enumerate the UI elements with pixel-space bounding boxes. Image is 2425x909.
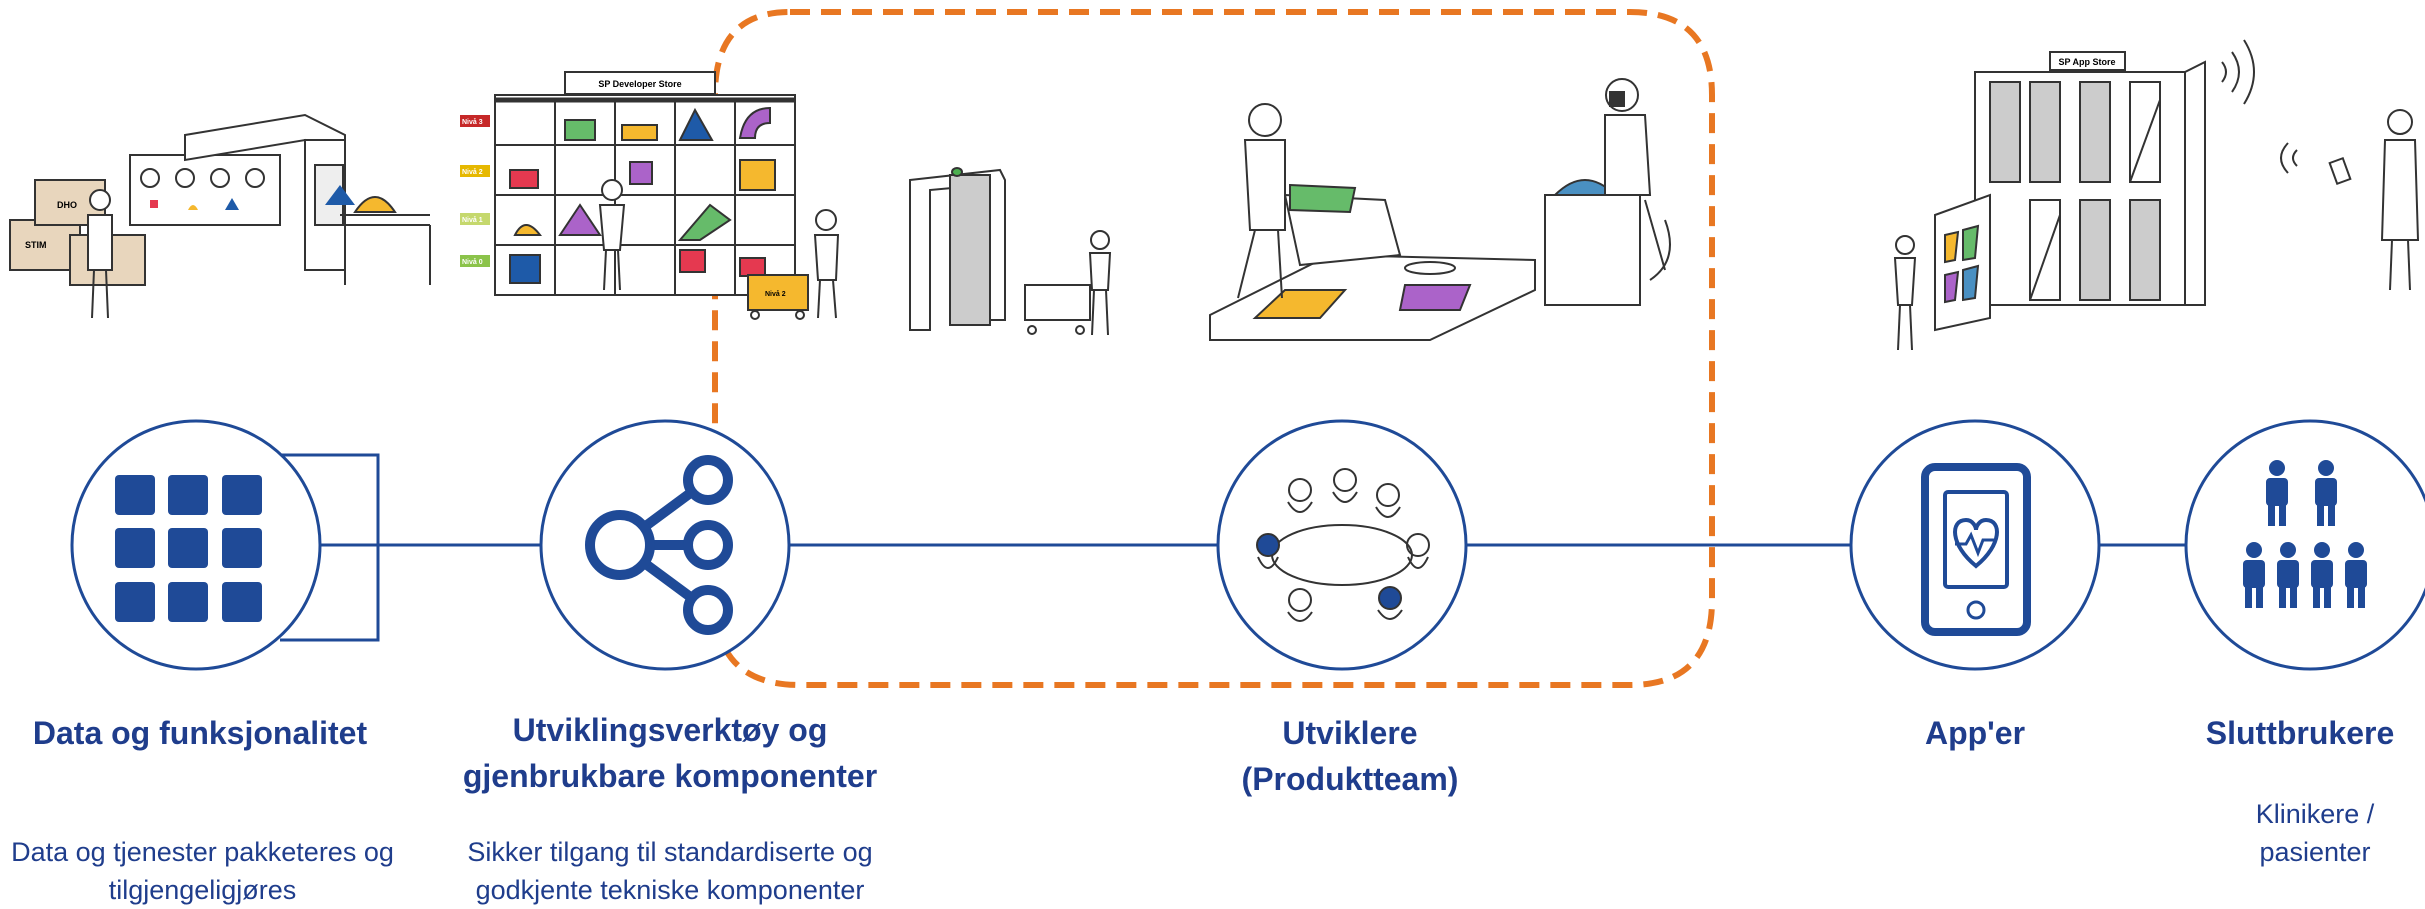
section-desc-data-text: Data og tjenester pakketeres og tilgjeng… — [11, 837, 394, 905]
section-desc-endusers-line2: pasienter — [2259, 837, 2371, 867]
endusers-circle — [2184, 419, 2425, 671]
section-title-tools-line2: gjenbrukbare komponenter — [462, 758, 878, 794]
shelf-level-3: Nivå 3 — [462, 118, 483, 126]
section-title-tools: Utviklingsverktøy og gjenbrukbare kompon… — [420, 707, 920, 799]
app-store-illustration — [1893, 39, 2420, 351]
section-title-endusers-text: Sluttbrukere — [2205, 715, 2395, 751]
box-label-stim: STIM — [25, 240, 47, 250]
workshop-illustration — [1209, 78, 1671, 341]
shelf-level-1: Nivå 1 — [462, 216, 483, 224]
shelf-level-0: Nivå 0 — [462, 258, 483, 266]
developer-store-illustration — [460, 71, 840, 320]
section-desc-tools-line1: Sikker tilgang til standardiserte og — [467, 837, 873, 867]
developer-store-sign: SP Developer Store — [598, 79, 681, 89]
section-title-apps: App'er — [1825, 710, 2125, 756]
cart-label: Nivå 2 — [765, 290, 786, 298]
section-title-data: Data og funksjonalitet — [0, 710, 400, 756]
team-meeting-icon — [1256, 468, 1430, 622]
grid-icon — [115, 475, 262, 622]
section-title-tools-line1: Utviklingsverktøy og — [512, 712, 828, 748]
section-title-developers-line2: (Produktteam) — [1241, 761, 1459, 797]
developer-scope-frame — [712, 9, 1715, 688]
section-title-apps-text: App'er — [1924, 715, 2026, 751]
section-desc-endusers-line1: Klinikere / — [2255, 799, 2375, 829]
data-bracket — [280, 453, 380, 642]
section-title-developers: Utviklere (Produktteam) — [1150, 710, 1550, 802]
section-desc-data: Data og tjenester pakketeres og tilgjeng… — [0, 833, 405, 909]
section-title-data-text: Data og funksjonalitet — [32, 715, 368, 751]
section-desc-endusers: Klinikere / pasienter — [2205, 795, 2425, 871]
packaging-illustration — [9, 113, 431, 319]
section-title-endusers: Sluttbrukere — [2175, 710, 2425, 756]
shelf-level-2: Nivå 2 — [462, 168, 483, 176]
section-desc-tools-line2: godkjente tekniske komponenter — [475, 875, 865, 905]
users-icon — [2243, 460, 2367, 608]
section-title-developers-line1: Utviklere — [1282, 715, 1418, 751]
share-network-icon — [585, 455, 733, 635]
security-gate-illustration — [909, 167, 1112, 336]
box-label-dho: DHO — [57, 200, 77, 210]
app-store-sign: SP App Store — [2058, 57, 2115, 67]
section-desc-tools: Sikker tilgang til standardiserte og god… — [420, 833, 920, 909]
phone-heart-icon — [1921, 463, 2031, 636]
